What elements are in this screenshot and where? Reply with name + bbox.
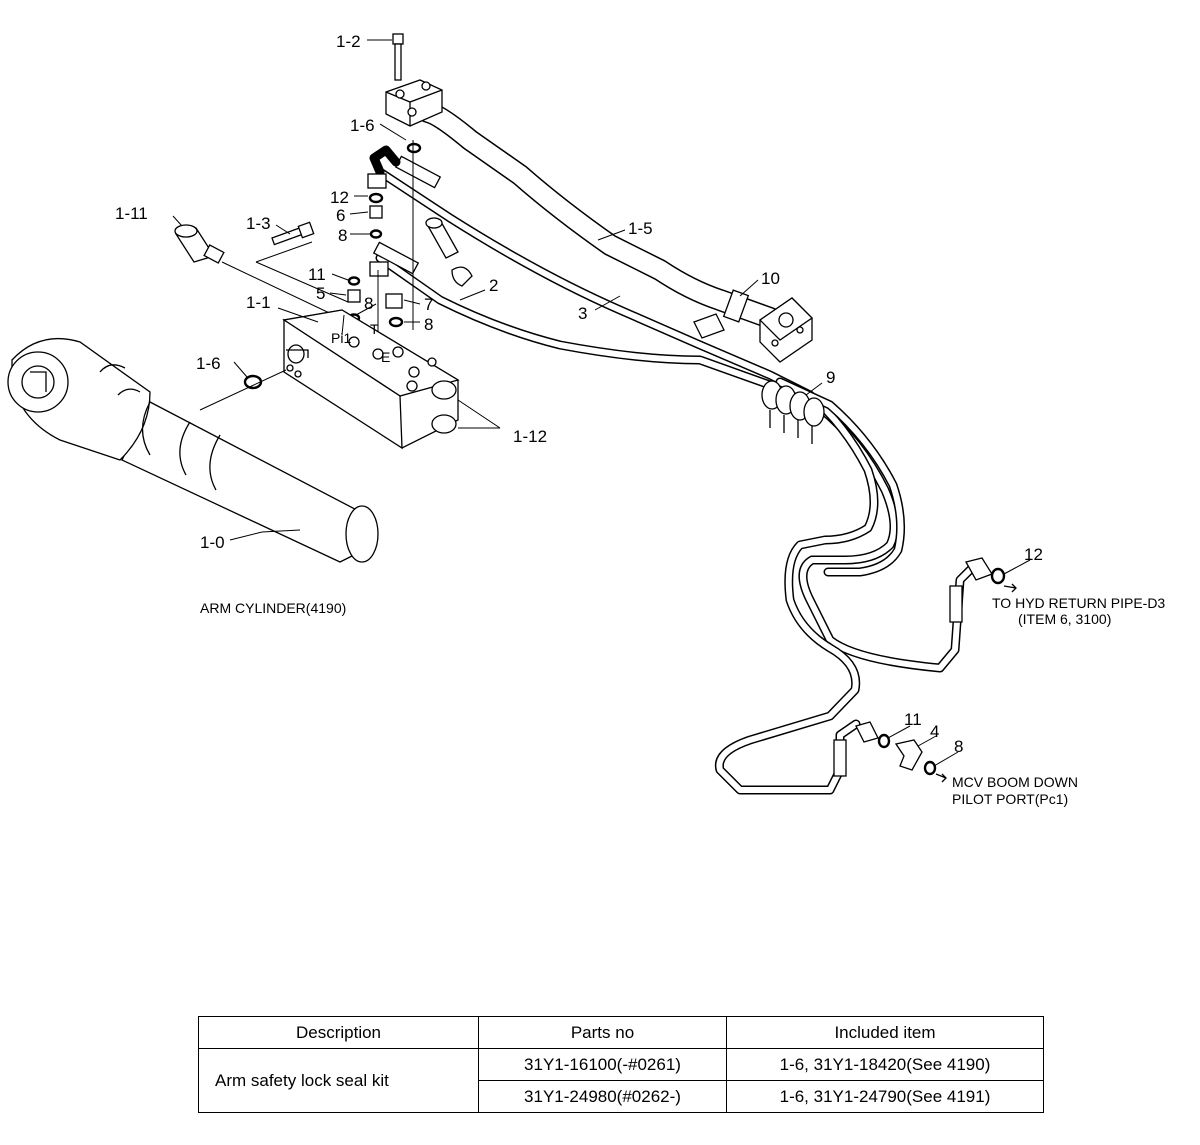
label-9: 9 — [826, 368, 835, 387]
exploded-parts-diagram: Pi1 T E — [7, 32, 1165, 807]
diagram-notes: ARM CYLINDER(4190) TO HYD RETURN PIPE-D3… — [200, 595, 1165, 807]
note-return-line-1: TO HYD RETURN PIPE-D3 — [992, 595, 1165, 611]
note-arm-cylinder: ARM CYLINDER(4190) — [200, 600, 346, 616]
table-row: Arm safety lock seal kit 31Y1-16100(-#02… — [198, 1048, 1044, 1113]
label-1-2: 1-2 — [336, 32, 361, 51]
leader-lines — [172, 39, 1031, 767]
hose-sleeves — [372, 155, 963, 777]
valve-block: Pi1 T E — [282, 309, 501, 450]
label-11-bottom: 11 — [904, 710, 922, 729]
label-5: 5 — [316, 284, 325, 303]
label-8-bottom: 8 — [954, 737, 963, 756]
included-item-cell: 1-6, 31Y1-18420(See 4190) — [726, 1048, 1044, 1081]
port-mark-e: E — [381, 349, 390, 365]
parts-table: Description Parts no Included item Arm s… — [198, 1016, 1044, 1113]
hose-end-top — [367, 145, 401, 277]
note-mcv-line-2: PILOT PORT(Pc1) — [952, 791, 1068, 807]
part-labels: 1-2 1-6 12 6 8 1-11 1-3 11 5 8 1-1 7 8 1… — [115, 32, 1043, 756]
parts-no-cell: 31Y1-16100(-#0261) — [478, 1048, 727, 1081]
label-1-6-top: 1-6 — [350, 116, 375, 135]
label-10: 10 — [761, 269, 780, 288]
description-cell: Arm safety lock seal kit — [198, 1048, 479, 1113]
arm-cylinder — [7, 338, 379, 563]
label-3: 3 — [578, 304, 587, 323]
label-1-5: 1-5 — [628, 219, 653, 238]
bolt-1-2 — [392, 33, 404, 81]
table-header-row: Description Parts no Included item — [198, 1016, 1044, 1049]
plug-1-11 — [174, 224, 341, 319]
header-included-item: Included item — [726, 1016, 1044, 1049]
label-4: 4 — [930, 722, 939, 741]
label-1-6-left: 1-6 — [196, 354, 221, 373]
label-8-c: 8 — [424, 315, 433, 334]
note-mcv-line-1: MCV BOOM DOWN — [952, 774, 1078, 790]
hose-3-extra — [775, 377, 906, 577]
seal-1-6-cylinder — [199, 361, 287, 411]
header-description: Description — [198, 1016, 479, 1049]
label-7: 7 — [424, 295, 433, 314]
label-12-top: 12 — [330, 188, 349, 207]
bolt-1-3 — [255, 221, 349, 303]
label-12-right: 12 — [1024, 545, 1043, 564]
label-1-3: 1-3 — [246, 214, 271, 233]
label-11-top: 11 — [308, 265, 326, 284]
hose-3 — [375, 167, 879, 795]
parts-no-cell: 31Y1-24980(#0262-) — [478, 1080, 727, 1113]
header-parts-no: Parts no — [478, 1016, 727, 1049]
label-6: 6 — [336, 206, 345, 225]
loose-adapters — [425, 217, 473, 287]
hose-2 — [375, 253, 980, 673]
label-1-1: 1-1 — [246, 293, 271, 312]
table-row: 31Y1-24980(#0262-) 1-6, 31Y1-24790(See 4… — [199, 1080, 1044, 1113]
note-return-line-2: (ITEM 6, 3100) — [1018, 611, 1111, 627]
label-8-a: 8 — [338, 226, 347, 245]
port-mark-pi1: Pi1 — [331, 330, 351, 346]
return-fittings — [965, 557, 1017, 593]
flange-block — [385, 79, 443, 127]
pipe-1-5 — [417, 101, 781, 339]
mcv-fittings — [855, 721, 947, 783]
label-1-11: 1-11 — [115, 204, 148, 223]
pipe-flange — [758, 297, 814, 363]
label-1-0: 1-0 — [200, 533, 225, 552]
port-mark-t: T — [370, 321, 379, 337]
hose-clamp — [761, 380, 825, 444]
label-1-12: 1-12 — [513, 427, 547, 446]
label-8-b: 8 — [364, 294, 373, 313]
included-item-cell: 1-6, 31Y1-24790(See 4191) — [726, 1080, 1044, 1113]
label-2: 2 — [489, 276, 498, 295]
